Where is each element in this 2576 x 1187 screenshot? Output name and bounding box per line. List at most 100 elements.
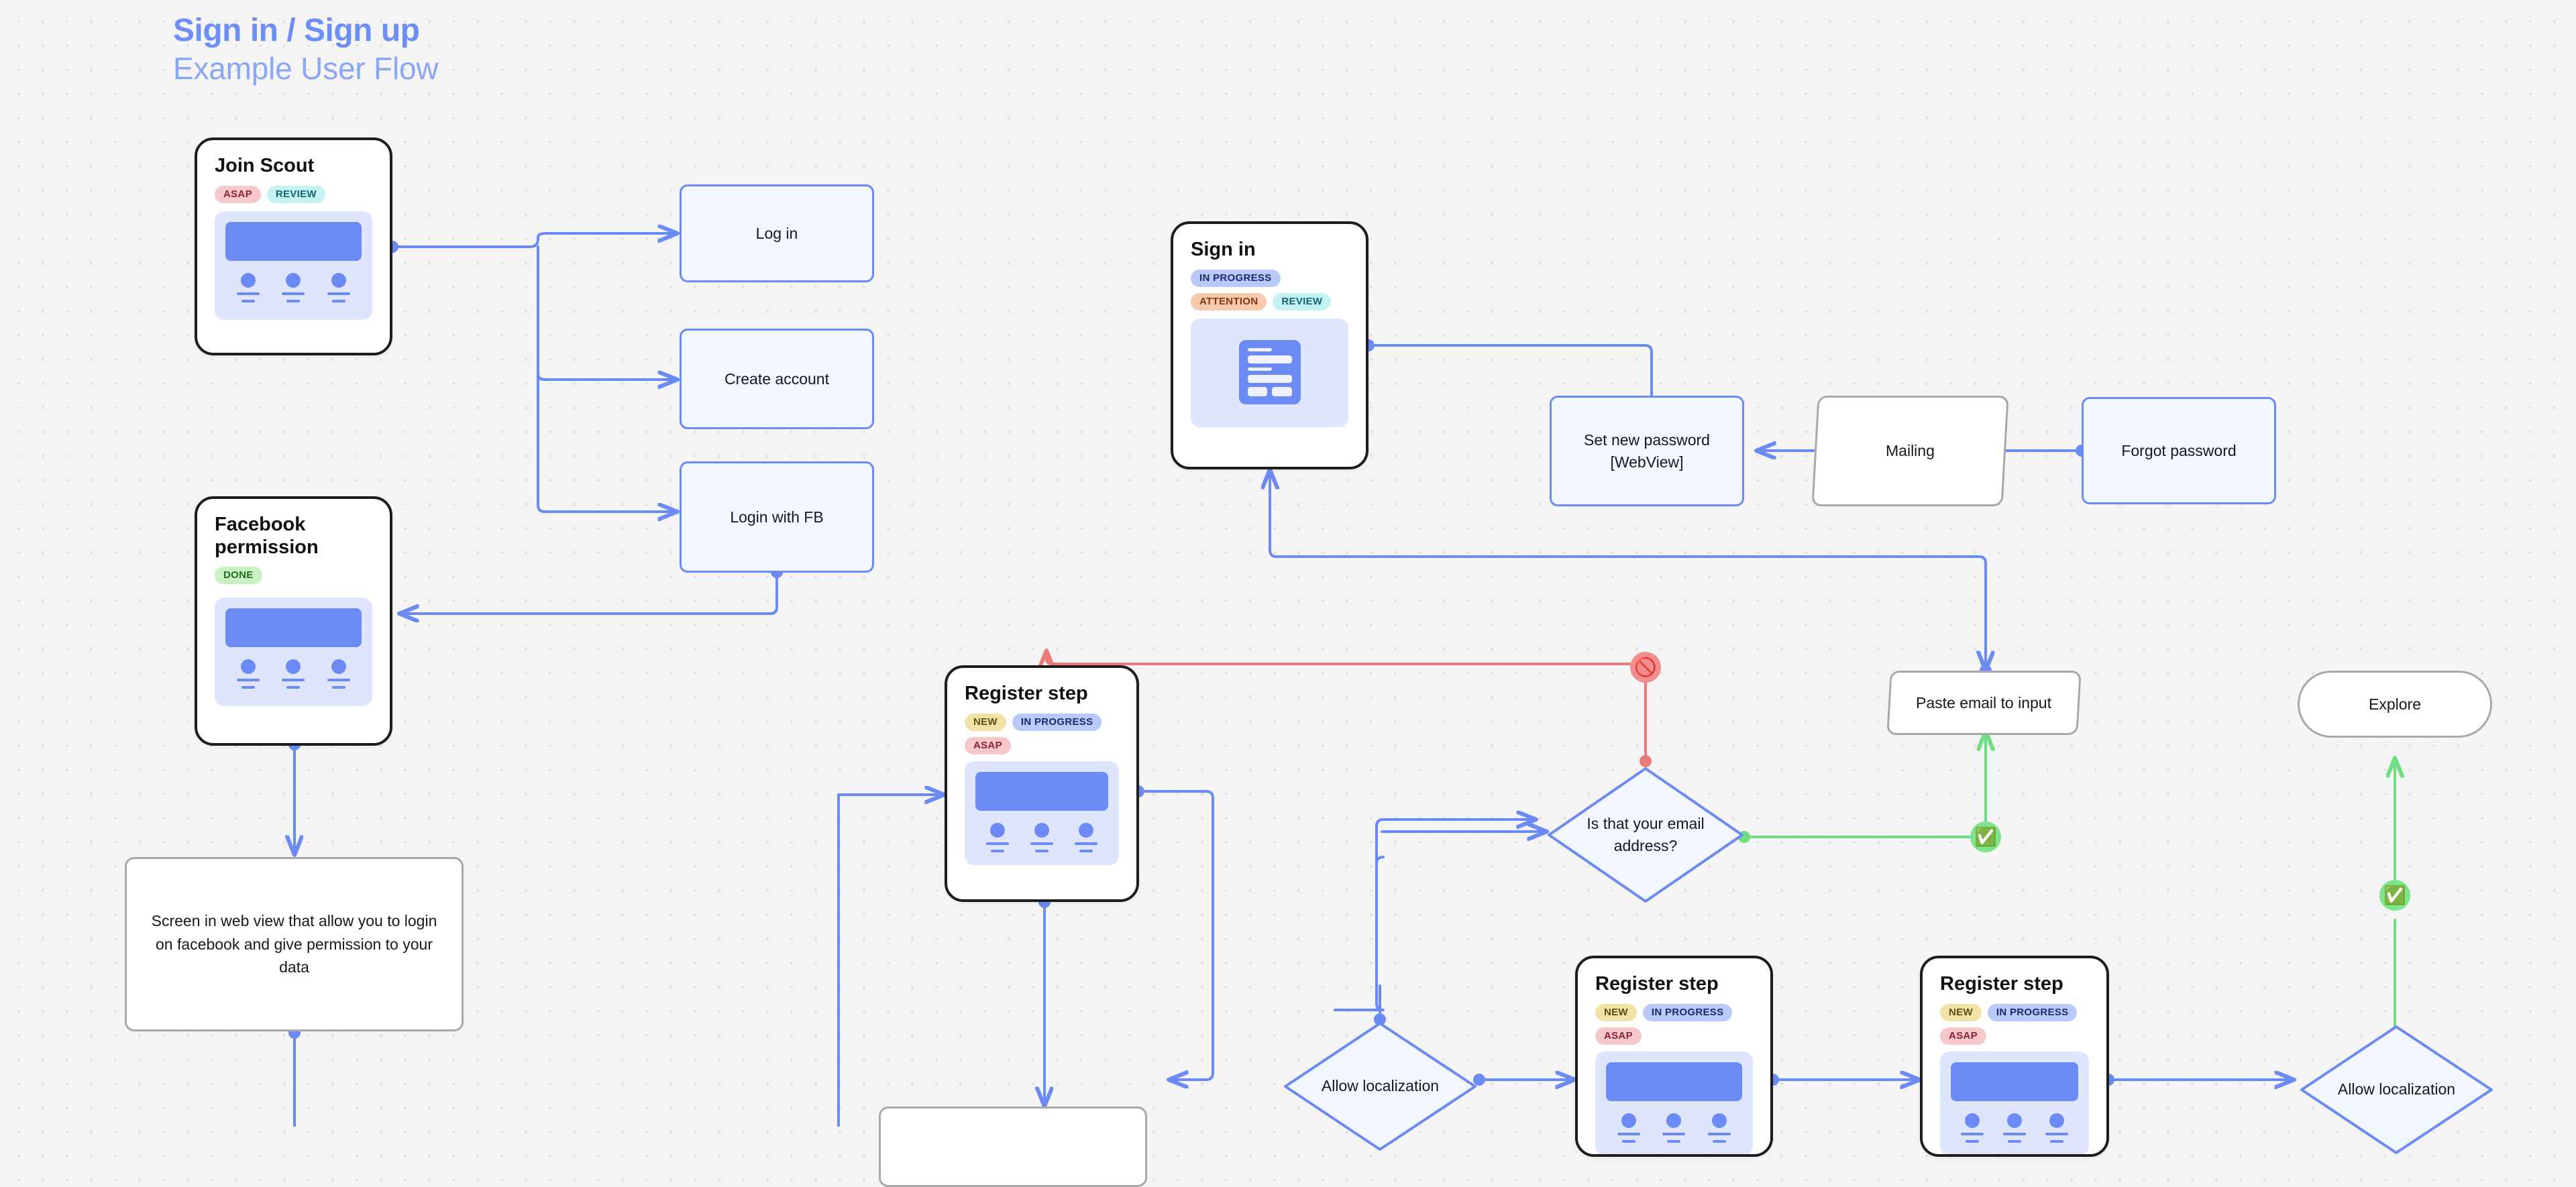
wireframe-line <box>327 679 351 682</box>
status-badge-in-progress[interactable]: IN PROGRESS <box>1642 1003 1733 1021</box>
status-badge-review[interactable]: REVIEW <box>1273 292 1332 310</box>
wireframe-line <box>1667 1139 1681 1143</box>
screen-card-register-step-1[interactable]: Register step NEW IN PROGRESS ASAP <box>945 665 1139 902</box>
wireframe-line <box>1075 842 1097 845</box>
page-title: Sign in / Sign up Example User Flow <box>173 12 439 87</box>
status-badge-asap[interactable]: ASAP <box>965 736 1011 754</box>
wireframe-circle-icon <box>1079 822 1093 838</box>
wireframe-line <box>2007 1139 2021 1143</box>
wireframe-line <box>1617 1132 1640 1135</box>
doc-box-paste-email-to-input[interactable]: Paste email to input <box>1886 671 2082 735</box>
tag-row: NEW IN PROGRESS ASAP <box>1940 1003 2089 1045</box>
status-bubble-email-denied[interactable]: 🚫 <box>1630 652 1661 683</box>
wireframe-circle-icon <box>990 822 1005 838</box>
process-box-log-in[interactable]: Log in <box>680 184 874 282</box>
wireframe-icon-item <box>327 659 351 689</box>
wireframe-form-preview <box>1201 329 1338 415</box>
wireframe-circle-icon <box>1712 1113 1727 1128</box>
wireframe-circle-icon <box>240 272 256 288</box>
wireframe-icon-item <box>282 659 305 689</box>
tag-row: ASAP REVIEW <box>215 185 372 203</box>
wireframe-icon-item <box>236 659 260 689</box>
wireframe-icon-item <box>1662 1113 1686 1143</box>
status-badge-asap[interactable]: ASAP <box>215 185 261 203</box>
form-icon <box>1238 339 1301 404</box>
wireframe-icon-item <box>2045 1113 2069 1143</box>
wireframe-circle-icon <box>240 659 256 675</box>
wireframe-line <box>1708 1132 1731 1135</box>
process-box-create-account[interactable]: Create account <box>680 329 874 429</box>
wireframe-circle-icon <box>1964 1113 1980 1128</box>
doc-box-label: Mailing <box>1886 442 1935 460</box>
wireframe-circle-icon <box>286 272 301 288</box>
card-title: Register step <box>1940 973 2063 995</box>
process-box-label: Create account <box>724 370 829 388</box>
wireframe-line <box>241 686 255 689</box>
status-badge-in-progress[interactable]: IN PROGRESS <box>1987 1003 2078 1021</box>
wireframe-icon-row <box>1951 1113 2078 1143</box>
wireframe-line <box>1960 1132 1984 1135</box>
screen-card-join-scout[interactable]: Join Scout ASAP REVIEW <box>195 137 392 355</box>
wireframe-line <box>1621 1139 1635 1143</box>
screen-card-register-step-2[interactable]: Register step NEW IN PROGRESS ASAP <box>1575 956 1773 1157</box>
wireframe-hero-block <box>225 608 362 648</box>
status-bubble-localization-confirmed[interactable]: ✅ <box>2379 880 2410 911</box>
screen-card-register-step-3[interactable]: Register step NEW IN PROGRESS ASAP <box>1920 956 2109 1157</box>
process-box-forgot-password[interactable]: Forgot password <box>2082 397 2276 504</box>
decision-label: Allow localization <box>1321 1077 1440 1095</box>
status-badge-new[interactable]: NEW <box>1940 1003 1982 1021</box>
status-badge-asap[interactable]: ASAP <box>1940 1027 1986 1045</box>
tag-row: IN PROGRESS ATTENTION REVIEW <box>1191 269 1348 310</box>
wireframe-line <box>1713 1139 1727 1143</box>
status-badge-new[interactable]: NEW <box>965 713 1006 731</box>
screen-card-sign-in[interactable]: Sign in IN PROGRESS ATTENTION REVIEW <box>1171 221 1368 469</box>
terminator-label: Explore <box>2369 695 2421 713</box>
process-box-set-new-password[interactable]: Set new password [WebView] <box>1550 396 1744 506</box>
wireframe-circle-icon <box>331 659 347 675</box>
wireframe-line <box>1662 1132 1686 1135</box>
decision-allow-localization-left[interactable]: Allow localization <box>1281 1019 1479 1153</box>
decision-label: Is that your email address? <box>1587 814 1705 854</box>
wireframe-line <box>236 679 260 682</box>
status-badge-in-progress[interactable]: IN PROGRESS <box>1012 713 1102 731</box>
terminator-explore[interactable]: Explore <box>2298 671 2492 738</box>
wireframe-circle-icon <box>1621 1113 1636 1128</box>
status-badge-new[interactable]: NEW <box>1595 1003 1637 1021</box>
wireframe-icon-item <box>236 272 260 302</box>
status-badge-asap[interactable]: ASAP <box>1595 1027 1642 1045</box>
card-title: Register step <box>1595 973 1719 995</box>
wireframe-icon-row <box>975 822 1108 852</box>
screen-card-facebook-permission[interactable]: Facebook permission DONE <box>195 496 392 746</box>
form-label-line <box>1247 367 1272 372</box>
status-badge-done[interactable]: DONE <box>215 567 262 585</box>
note-box-facebook-webview[interactable]: Screen in web view that allow you to log… <box>125 857 464 1031</box>
decision-allow-localization-right[interactable]: Allow localization <box>2298 1023 2496 1157</box>
wireframe-line <box>332 299 346 302</box>
note-box-bottom-partial[interactable] <box>879 1107 1147 1187</box>
wireframe-icon-row <box>1606 1113 1742 1143</box>
decision-is-that-your-email-address[interactable]: Is that your email address? <box>1545 765 1746 905</box>
wireframe-icon-item <box>986 822 1009 852</box>
wireframe-line <box>286 299 301 302</box>
status-badge-attention[interactable]: ATTENTION <box>1191 292 1267 310</box>
status-badge-review[interactable]: REVIEW <box>266 185 325 203</box>
status-badge-in-progress[interactable]: IN PROGRESS <box>1191 269 1281 287</box>
status-bubble-email-confirmed[interactable]: ✅ <box>1970 822 2001 852</box>
wireframe-circle-icon <box>1034 822 1049 838</box>
check-mark-icon: ✅ <box>1974 826 1997 847</box>
doc-box-mailing[interactable]: Mailing <box>1811 396 2009 506</box>
page-title-line1: Sign in / Sign up <box>173 13 420 48</box>
form-label-line <box>1247 347 1272 352</box>
form-button <box>1247 386 1267 396</box>
wireframe-line <box>2045 1132 2069 1135</box>
wireframe-circle-icon <box>286 659 301 675</box>
wireframe-circle-icon <box>2006 1113 2022 1128</box>
wireframe-line <box>327 292 351 295</box>
process-box-login-with-fb[interactable]: Login with FB <box>680 461 874 573</box>
wireframe-line <box>286 686 301 689</box>
wireframe-icon-row <box>225 659 362 689</box>
wireframe-icon-item <box>282 272 305 302</box>
wireframe-preview <box>215 211 372 320</box>
doc-box-label: Paste email to input <box>1916 693 2052 712</box>
